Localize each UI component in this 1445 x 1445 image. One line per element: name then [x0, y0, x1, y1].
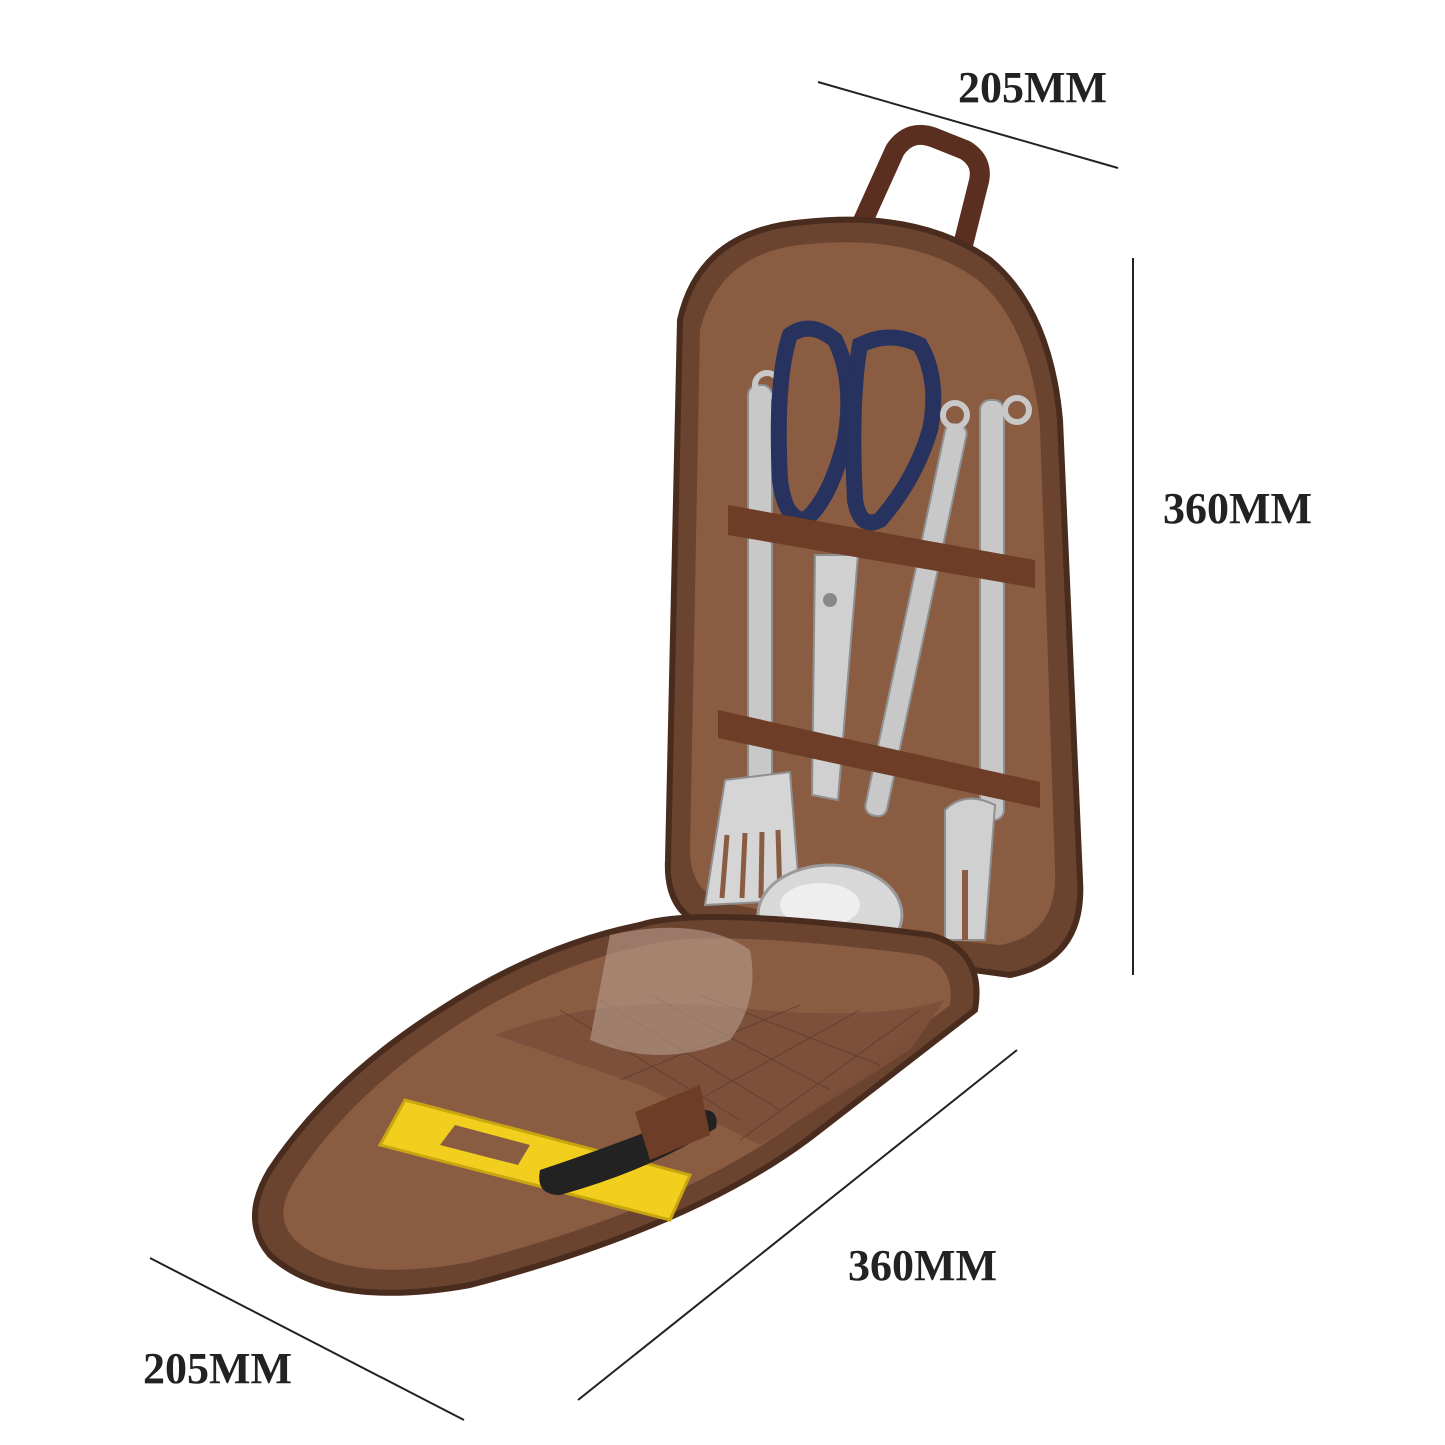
mesh-pattern [559, 994, 921, 1141]
top-width-label: 205MM [958, 63, 1108, 112]
tools [703, 320, 1032, 967]
lower-strap [718, 710, 1040, 808]
knife-strap [635, 1085, 710, 1160]
scissors-pivot [823, 593, 837, 607]
dimension-lines [149, 81, 1134, 1421]
fork-hanging-hole [1002, 395, 1032, 425]
upper-strap [728, 505, 1035, 588]
elastic-straps [718, 505, 1040, 808]
bottom-width-line [149, 1257, 465, 1421]
handle-loop [848, 125, 990, 248]
ladle-hanging-hole [940, 400, 970, 430]
scissors-handle-left [770, 320, 857, 529]
fork-handle [979, 399, 1005, 821]
cutting-board-handle-cutout [440, 1125, 530, 1165]
scissors-handle-right [845, 329, 942, 531]
bottom-width-label: 205MM [143, 1344, 293, 1393]
top-width-line [817, 81, 1119, 169]
right-height-label: 360MM [1163, 484, 1313, 533]
bottom-length-line [577, 1049, 1018, 1401]
bottom-length-label: 360MM [848, 1241, 998, 1290]
fork-head [944, 797, 997, 941]
clear-window [590, 927, 753, 1055]
